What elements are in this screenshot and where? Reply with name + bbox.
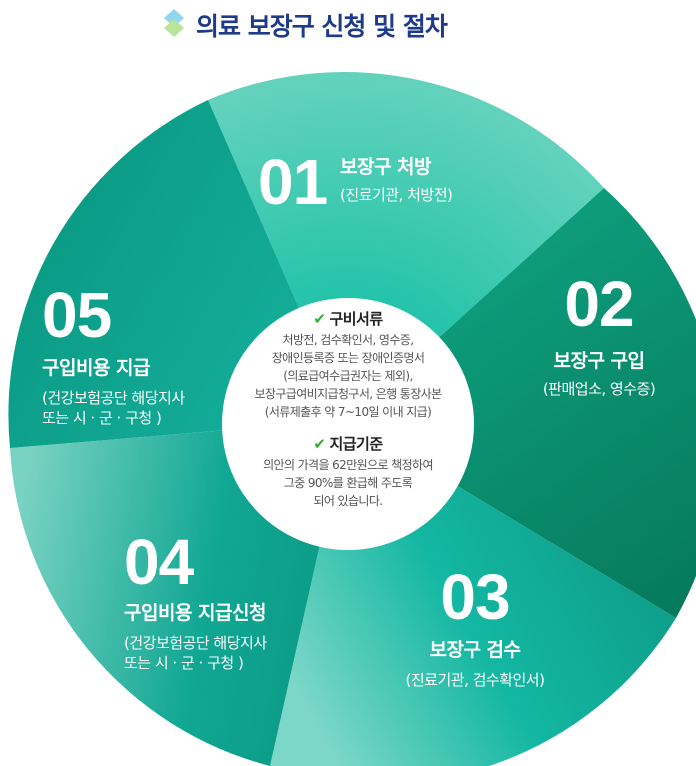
center-circle xyxy=(222,298,474,550)
step-sub: (판매업소, 영수증) xyxy=(542,380,656,398)
step-number: 05 xyxy=(42,279,112,351)
step-01: 01 xyxy=(258,146,328,218)
documents-heading: 구비서류 xyxy=(329,310,383,328)
page-title: 의료 보장구 신청 및 절차 xyxy=(196,12,448,41)
step-04: 04 구입비용 지급신청 (건강보험공단 해당지사 또는 시 · 군 · 구청 … xyxy=(124,530,267,673)
title-bar: 의료 보장구 신청 및 절차 xyxy=(0,6,696,41)
step-number: 04 xyxy=(124,526,194,598)
step-sub: (건강보험공단 해당지사 xyxy=(124,634,267,652)
criteria-list: 의안의 가격을 62만원으로 책정하여 그중 90%를 환급해 주도록 되어 있… xyxy=(238,456,458,510)
documents-line: (의료급여수급권자는 제외), xyxy=(283,369,413,383)
step-sub: 또는 시 · 군 · 구청 ) xyxy=(124,654,244,672)
segment-01 xyxy=(208,72,604,420)
step-sub: (건강보험공단 해당지사 xyxy=(42,389,185,407)
criteria-heading-row: ✔지급기준 xyxy=(238,433,458,454)
criteria-line: 의안의 가격을 62만원으로 책정하여 xyxy=(263,458,433,472)
step-01-text: 보장구 처방 (진료기관, 처방전) xyxy=(340,152,453,205)
documents-line: 처방전, 검수확인서, 영수증, xyxy=(282,333,415,347)
criteria-line: 그중 90%를 환급해 주도록 xyxy=(283,476,413,490)
step-number: 01 xyxy=(258,146,328,218)
segment-02 xyxy=(348,188,696,618)
documents-line: 보장구급여비지급청구서, 은행 통장사본 xyxy=(254,387,442,401)
step-03: 03 보장구 검수 (진료기관, 검수확인서) xyxy=(395,565,555,690)
documents-line: 장애인등록증 또는 장애인증명서 xyxy=(271,351,425,365)
center-info: ✔구비서류 처방전, 검수확인서, 영수증, 장애인등록증 또는 장애인증명서 … xyxy=(238,308,458,510)
step-label: 구입비용 지급 xyxy=(42,357,150,379)
documents-heading-row: ✔구비서류 xyxy=(238,308,458,329)
step-sub: (진료기관, 검수확인서) xyxy=(405,671,545,689)
step-05: 05 구입비용 지급 (건강보험공단 해당지사 또는 시 · 군 · 구청 ) xyxy=(42,283,185,428)
documents-line: (서류제출후 약 7~10일 이내 지급) xyxy=(264,405,432,419)
check-icon: ✔ xyxy=(313,435,326,453)
step-number: 03 xyxy=(440,561,510,633)
criteria-line: 되어 있습니다. xyxy=(313,494,383,508)
step-sub: 또는 시 · 군 · 구청 ) xyxy=(42,409,162,427)
step-label: 보장구 검수 xyxy=(429,639,521,661)
step-label: 구입비용 지급신청 xyxy=(124,602,266,624)
diamond-icon xyxy=(164,9,184,37)
step-02: 02 보장구 구입 (판매업소, 영수증) xyxy=(534,272,664,399)
step-label: 보장구 구입 xyxy=(553,350,645,372)
check-icon: ✔ xyxy=(313,310,326,328)
documents-list: 처방전, 검수확인서, 영수증, 장애인등록증 또는 장애인증명서 (의료급여수… xyxy=(238,331,458,421)
step-sub: (진료기관, 처방전) xyxy=(340,186,453,204)
criteria-heading: 지급기준 xyxy=(329,435,383,453)
step-number: 02 xyxy=(564,268,634,340)
step-label: 보장구 처방 xyxy=(340,156,432,178)
